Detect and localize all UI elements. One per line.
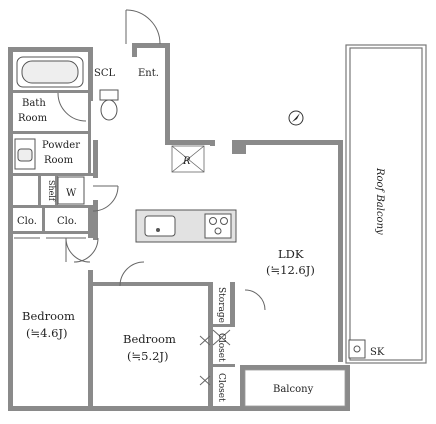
label-balcony: Balcony bbox=[273, 384, 314, 395]
bathtub-icon bbox=[16, 56, 84, 88]
toilet-icon bbox=[99, 89, 119, 121]
label-bath-2: Room bbox=[18, 113, 48, 124]
roof-balcony-area bbox=[345, 44, 427, 364]
label-bedroom-1: Bedroom bbox=[22, 309, 75, 323]
label-bedroom-1-size: (≒4.6J) bbox=[26, 326, 68, 340]
label-washer: W bbox=[66, 188, 77, 199]
label-closet-right: Clo. bbox=[57, 216, 77, 227]
label-sk: SK bbox=[370, 347, 385, 358]
label-roof-balcony: Roof Balcony bbox=[374, 167, 385, 235]
closet-doors bbox=[14, 237, 211, 386]
label-shelf: Shelf bbox=[47, 180, 56, 202]
stove-icon bbox=[204, 213, 232, 239]
refrigerator-box bbox=[171, 145, 205, 173]
sk-box bbox=[348, 339, 366, 359]
label-entrance: Ent. bbox=[138, 68, 159, 79]
label-powder-1: Powder bbox=[42, 140, 80, 151]
label-bedroom-2-size: (≒5.2J) bbox=[127, 349, 169, 363]
compass-icon bbox=[288, 110, 304, 126]
label-closet-left: Clo. bbox=[17, 216, 37, 227]
label-ldk: LDK bbox=[278, 247, 304, 261]
label-storage: Storage bbox=[216, 287, 226, 323]
label-bedroom-2: Bedroom bbox=[123, 332, 176, 346]
balcony-area bbox=[244, 369, 346, 407]
label-refrigerator: R bbox=[182, 156, 191, 167]
label-bath-1: Bath bbox=[22, 98, 46, 109]
door-swings bbox=[57, 9, 266, 346]
label-closet-a: Closet bbox=[216, 333, 226, 362]
sk-drain bbox=[353, 345, 361, 353]
washer-box bbox=[57, 176, 85, 205]
walls bbox=[8, 43, 350, 411]
label-ldk-size: (≒12.6J) bbox=[266, 263, 315, 277]
label-powder-2: Room bbox=[44, 155, 74, 166]
label-scl: SCL bbox=[94, 68, 116, 79]
sink-icon bbox=[14, 138, 36, 170]
label-closet-b: Closet bbox=[216, 373, 226, 402]
